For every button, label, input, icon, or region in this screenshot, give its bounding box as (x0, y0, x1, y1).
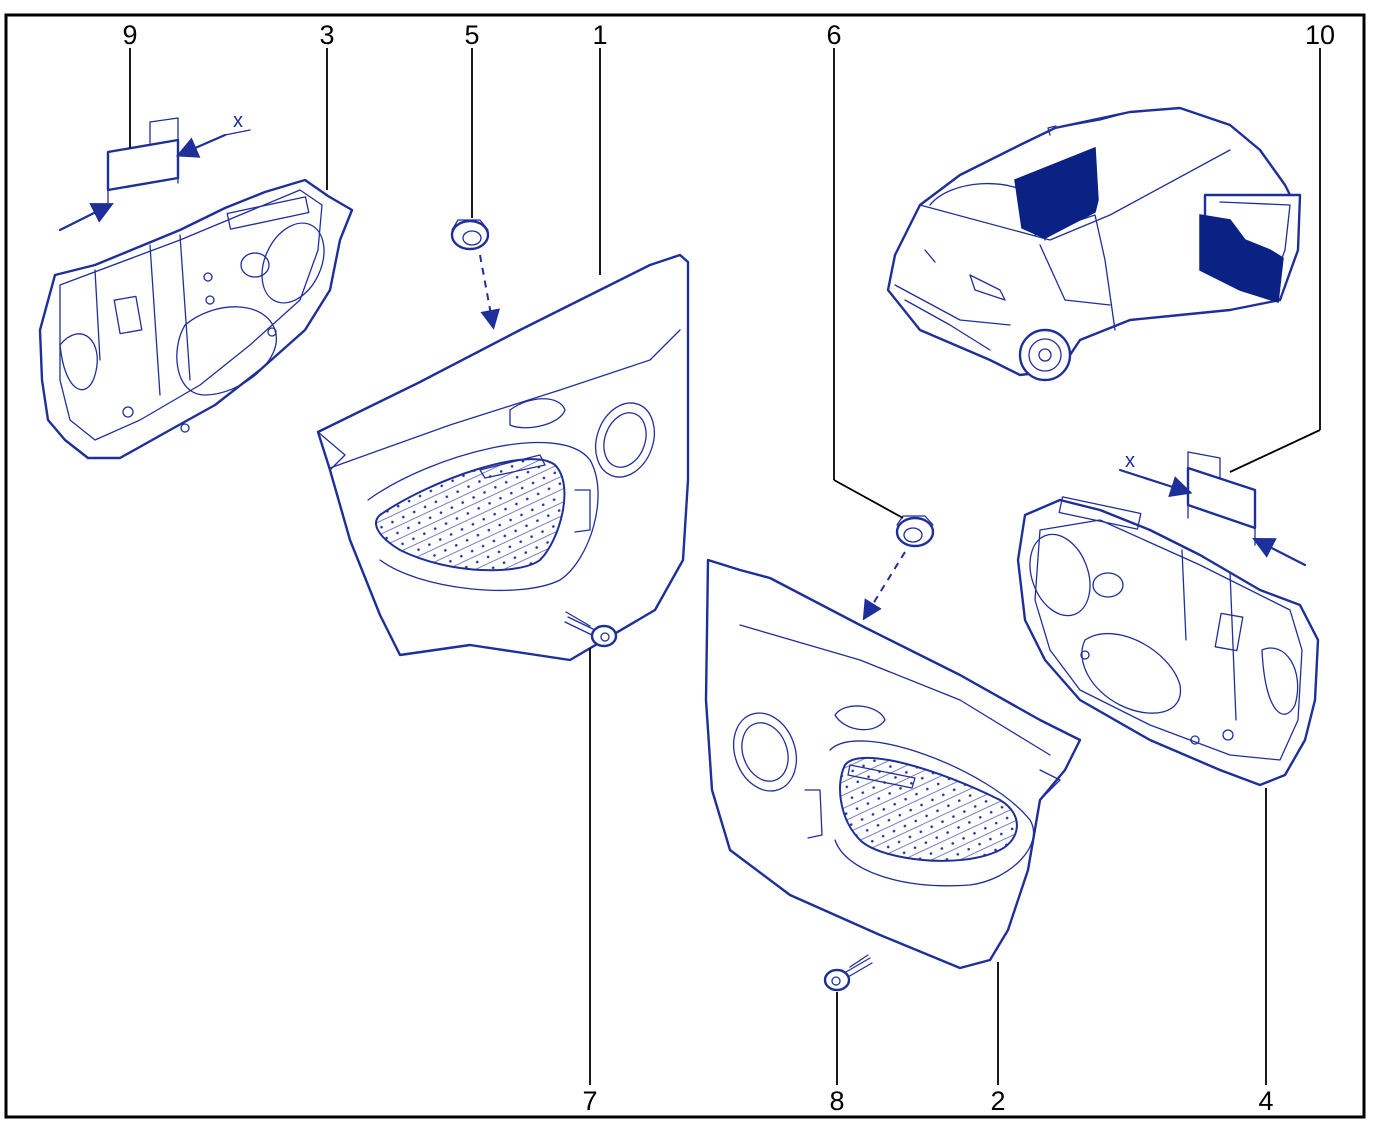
callout-2: 2 (990, 1086, 1005, 1116)
callout-7: 7 (582, 1086, 597, 1116)
part-4-right-door-carrier (1016, 496, 1320, 787)
callout-5: 5 (464, 20, 479, 50)
callout-leader-lines (129, 48, 1321, 1085)
part-10-right-insulation-pad (1118, 451, 1307, 567)
front-door-highlight (1199, 214, 1284, 303)
callout-4: 4 (1258, 1086, 1273, 1116)
callout-9: 9 (122, 20, 137, 50)
rear-door-highlight (1014, 146, 1099, 239)
section-mark-right-x: x (1125, 450, 1135, 472)
part-3-left-door-carrier (38, 178, 354, 460)
part-5-fastener-clip (450, 219, 501, 330)
callout-3: 3 (319, 20, 334, 50)
callout-6: 6 (826, 20, 841, 50)
part-7-screw (564, 611, 618, 648)
part-8-screw (823, 954, 873, 992)
callout-8: 8 (829, 1086, 844, 1116)
part-1-left-door-trim-panel (316, 253, 690, 662)
section-mark-left-x: x (233, 110, 243, 132)
part-2-right-door-trim-panel (704, 558, 1082, 970)
part-6-fastener-clip (862, 515, 935, 621)
callout-1: 1 (592, 20, 607, 50)
callout-10: 10 (1305, 20, 1335, 50)
part-9-left-insulation-pad (58, 117, 251, 232)
vehicle-location-illustration (886, 106, 1302, 382)
